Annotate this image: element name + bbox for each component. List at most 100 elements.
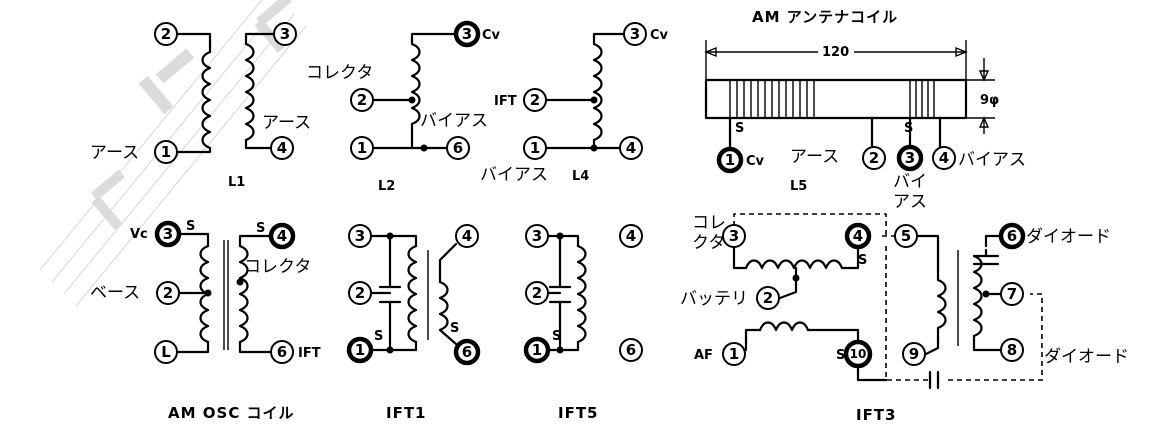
- l5-pin-4-label: 4: [939, 149, 949, 167]
- l5-caption: L5: [790, 179, 807, 194]
- l2-pin-3: [453, 20, 481, 48]
- osc-pin-3: [154, 220, 182, 248]
- osc-pin-l-label: L: [161, 343, 171, 361]
- ift3-pin-3: [722, 224, 746, 248]
- l1-pin-3: [273, 22, 297, 46]
- ift1-pin-2-label: 2: [355, 284, 365, 302]
- ift3-pin-1: [722, 342, 746, 366]
- l5-pin-2: [862, 146, 886, 170]
- antenna-title: AM アンテナコイル: [752, 8, 898, 26]
- ferrite-rod: [704, 78, 968, 120]
- l5-bias-right: バイアス: [958, 150, 1026, 170]
- l4-pin-4-label: 4: [626, 139, 636, 157]
- ift3-s-bottom: S: [836, 348, 845, 363]
- coil-l2: 3 2 1 6 Cv コレクタ バイアス L2: [306, 20, 501, 194]
- l2-pin-6: [446, 136, 470, 160]
- l5-earth: アース: [790, 147, 839, 167]
- l4-pin-3-label: 3: [630, 25, 640, 43]
- l1-pin-4: [270, 136, 294, 160]
- osc-base: ベース: [90, 283, 140, 303]
- l4-ift: IFT: [494, 94, 517, 109]
- osc-pin-2: [156, 281, 180, 305]
- l5-pin-1-label: 1: [725, 151, 735, 169]
- ift3-pin-3-label: 3: [729, 227, 739, 245]
- l4-pin-4: [619, 136, 643, 160]
- l1-pin-3-label: 3: [280, 25, 290, 43]
- osc-pin-6-label: 6: [277, 343, 287, 361]
- l1-pin-2-label: 2: [161, 25, 171, 43]
- ift1-pin-6-label: 6: [462, 343, 472, 361]
- ift5-pin-1-label: 1: [532, 341, 542, 359]
- ift3-pin-4-label: 4: [853, 227, 863, 245]
- ift3-pin-2: [756, 286, 780, 310]
- ift3-pin-8-label: 8: [1007, 341, 1017, 359]
- ift1-caption: IFT1: [386, 404, 427, 422]
- ift1-s-right: S: [450, 321, 459, 336]
- ift3-pin-1-label: 1: [729, 345, 739, 363]
- ift1-s-left: S: [374, 329, 383, 344]
- l1-caption: L1: [228, 175, 245, 190]
- ift3-pin-4: [844, 222, 872, 250]
- ift3-pin-5-label: 5: [901, 227, 911, 245]
- ift3-pin-10-label: 10: [850, 347, 867, 361]
- ift5: 3 4 2 1 6 S IFT5: [523, 224, 643, 422]
- l4-pin-2: [523, 88, 547, 112]
- l5-s-left: S: [735, 121, 744, 136]
- ift5-pin-1: [523, 336, 551, 364]
- l2-cv: Cv: [482, 28, 501, 43]
- l5-pin-3-label: 3: [905, 149, 915, 167]
- ift3-collector-a: コレ: [692, 213, 726, 233]
- l2-bias: バイアス: [420, 111, 488, 131]
- ift5-caption: IFT5: [558, 404, 599, 422]
- osc-s-left: S: [186, 219, 195, 234]
- l1-earth-right: アース: [262, 113, 311, 133]
- l2-pin-3-label: 3: [462, 25, 472, 43]
- ift3-pin-6: [998, 222, 1026, 250]
- coil-l4: 3 2 1 4 Cv IFT バイアス L4: [480, 22, 669, 185]
- ift3-pin-2-label: 2: [763, 289, 773, 307]
- l5-s-right: S: [904, 121, 913, 136]
- osc-pin-4-label: 4: [277, 227, 287, 245]
- l4-caption: L4: [572, 169, 589, 184]
- l2-pin-2-label: 2: [357, 91, 367, 109]
- l2-pin-1-label: 1: [357, 139, 367, 157]
- osc-caption: AM OSC コイル: [168, 404, 295, 422]
- ift3-af: AF: [694, 348, 713, 363]
- osc-pin-l: [154, 340, 178, 364]
- osc-vc: Vc: [130, 227, 148, 242]
- ift1-pin-6: [453, 338, 481, 366]
- ift3-battery: バッテリ: [680, 289, 748, 309]
- ift3-pin-7-label: 7: [1007, 285, 1017, 303]
- ift3-pin-8: [1000, 338, 1024, 362]
- ift5-pin-3: [525, 224, 549, 248]
- ift1-pin-2: [348, 281, 372, 305]
- ift3-diode-bottom: ダイオード: [1044, 347, 1129, 367]
- ift5-pin-4: [619, 224, 643, 248]
- ift3: 3 4 5 6 2 7 1 10 9 8 コレ クタ S バッテリ AF S ダ…: [680, 213, 1129, 424]
- ift3-s-top: S: [858, 253, 867, 268]
- l5-pin-2-label: 2: [869, 149, 879, 167]
- ift5-pin-6: [619, 338, 643, 362]
- l5-bias-vert-b: アス: [893, 192, 927, 212]
- ift1-pin-3-label: 3: [355, 227, 365, 245]
- ift5-pin-2-label: 2: [532, 284, 542, 302]
- l1-earth-left: アース: [90, 143, 139, 163]
- l4-bias: バイアス: [480, 165, 548, 185]
- l5-pin-1: [716, 146, 744, 174]
- l4-pin-3: [623, 22, 647, 46]
- ift1: 3 4 2 1 6 S S IFT1: [346, 224, 481, 422]
- ift5-pin-2: [525, 281, 549, 305]
- ift3-pin-10: [843, 339, 873, 369]
- ift5-pin-6-label: 6: [626, 341, 636, 359]
- osc-ift: IFT: [298, 346, 321, 361]
- osc-pin-4: [268, 222, 296, 250]
- l1-pin-1-label: 1: [161, 143, 171, 161]
- l4-cv: Cv: [650, 28, 669, 43]
- ift1-pin-3: [348, 224, 372, 248]
- l1-pin-1: [154, 140, 178, 164]
- l1-pin-2: [154, 22, 178, 46]
- antenna-length: 120: [822, 45, 849, 60]
- l4-pin-1-label: 1: [530, 139, 540, 157]
- ift5-pin-3-label: 3: [532, 227, 542, 245]
- l4-pin-2-label: 2: [530, 91, 540, 109]
